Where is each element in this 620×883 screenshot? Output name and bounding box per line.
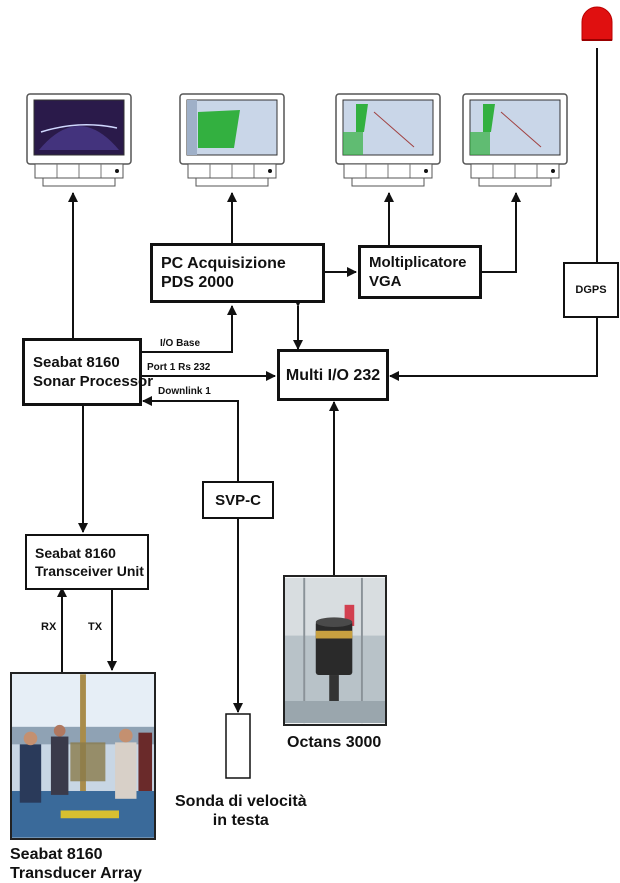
sonda-caption-line1: Sonda di velocità: [175, 793, 307, 810]
octans-photo: [283, 575, 387, 726]
monitor-vga1-icon: [335, 93, 441, 187]
multi-io-box: Multi I/O 232: [277, 349, 389, 401]
link-vga-monitor4: [481, 192, 521, 273]
pc-acquisizione-box: PC Acquisizione PDS 2000: [150, 243, 325, 303]
octans-caption: Octans 3000: [287, 734, 382, 751]
sonda-caption: Sonda di velocità in testa: [175, 792, 307, 830]
vga-multiplier-box: Moltiplicatore VGA: [358, 245, 482, 299]
array-caption-line2: Transducer Array: [10, 865, 142, 882]
transducer-array-caption: Seabat 8160 Transducer Array: [10, 845, 142, 883]
link-dgps-multiio: [389, 318, 598, 381]
monitor-pds-icon: [179, 93, 285, 187]
monitor-vga2-icon: [462, 93, 568, 187]
link-downlink: [142, 396, 239, 481]
seabat-proc-line1: Seabat 8160: [33, 354, 120, 371]
array-caption-line1: Seabat 8160: [10, 846, 103, 863]
link-iobase: [141, 305, 237, 353]
pc-acq-line2: PDS 2000: [161, 274, 234, 291]
tx-label: TX: [88, 621, 103, 633]
sonda-caption-line2: in testa: [212, 812, 269, 829]
transceiver-box: Seabat 8160 Transceiver Unit: [25, 534, 149, 590]
vga-line1: Moltiplicatore: [369, 254, 467, 271]
multi-io-label: Multi I/O 232: [285, 366, 381, 384]
io-base-label: I/O Base: [160, 338, 201, 349]
seabat-processor-box: Seabat 8160 Sonar Processor: [22, 338, 153, 406]
monitor-sonar-icon: [26, 93, 132, 187]
port1-label: Port 1 Rs 232: [147, 362, 211, 373]
sonda-probe-icon: [225, 713, 251, 779]
pc-acq-line1: PC Acquisizione: [161, 255, 286, 272]
transceiver-line1: Seabat 8160: [35, 545, 116, 561]
downlink-label: Downlink 1: [158, 386, 211, 397]
svp-c-box: SVP-C: [202, 481, 274, 519]
vga-line2: VGA: [369, 273, 402, 290]
dgps-box: DGPS: [563, 262, 619, 318]
seabat-proc-line2: Sonar Processor: [33, 373, 154, 390]
transducer-array-photo: [10, 672, 156, 840]
transceiver-line2: Transceiver Unit: [35, 563, 144, 579]
dgps-label: DGPS: [575, 283, 607, 296]
svp-label: SVP-C: [215, 491, 261, 509]
rx-label: RX: [41, 621, 57, 633]
antenna-icon: [581, 6, 613, 41]
